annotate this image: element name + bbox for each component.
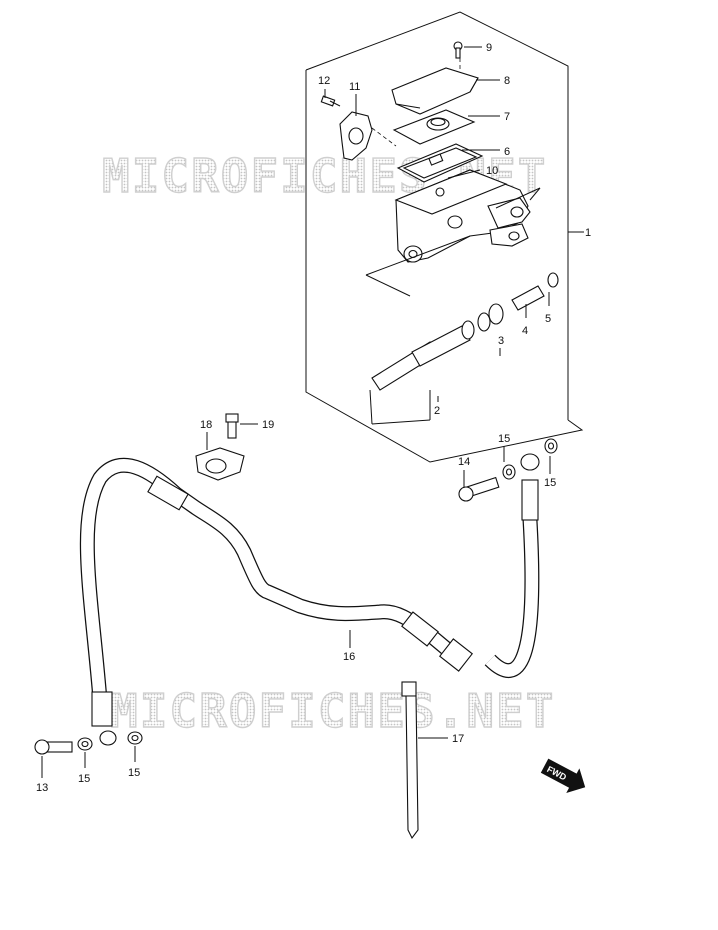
callout-labels: 1 2 3 4 5 6 7 8 9 10 11 12 13 14 15 15 1… (36, 42, 591, 794)
callout-2: 2 (434, 405, 440, 417)
callout-14: 14 (458, 456, 470, 468)
piston-kit (369, 272, 559, 425)
svg-text:MICROFICHES.NET: MICROFICHES.NET (110, 684, 555, 738)
callout-1: 1 (585, 227, 591, 239)
callout-10: 10 (486, 165, 498, 177)
callout-12: 12 (318, 75, 330, 87)
svg-text:MICROFICHES.NET: MICROFICHES.NET (110, 684, 555, 738)
callout-15: 15 (544, 477, 556, 489)
master-cylinder-body (365, 169, 541, 297)
callout-15: 15 (498, 433, 510, 445)
callout-9: 9 (486, 42, 492, 54)
hose-clamp (195, 413, 245, 481)
reservoir-parts (391, 41, 484, 197)
clutch-hose (79, 453, 540, 746)
cable-tie (401, 681, 419, 840)
callout-13: 13 (36, 782, 48, 794)
handlebar-clamp (320, 95, 397, 161)
callout-5: 5 (545, 313, 551, 325)
callout-17: 17 (452, 733, 464, 745)
callout-6: 6 (504, 146, 510, 158)
callout-3: 3 (498, 335, 504, 347)
banjo-fittings (34, 438, 558, 755)
callout-15: 15 (128, 767, 140, 779)
assembly-frame (305, 11, 584, 463)
leader-lines (41, 46, 551, 778)
callout-7: 7 (504, 111, 510, 123)
callout-4: 4 (522, 325, 528, 337)
callout-11: 11 (349, 81, 360, 93)
callout-16: 16 (343, 651, 355, 663)
callout-8: 8 (504, 75, 510, 87)
callout-18: 18 (200, 419, 212, 431)
fwd-arrow-icon: FWD (540, 758, 586, 794)
callout-15: 15 (78, 773, 90, 785)
callout-19: 19 (262, 419, 274, 431)
watermark-bottom: MICROFICHES.NET MICROFICHES.NET (109, 683, 555, 738)
